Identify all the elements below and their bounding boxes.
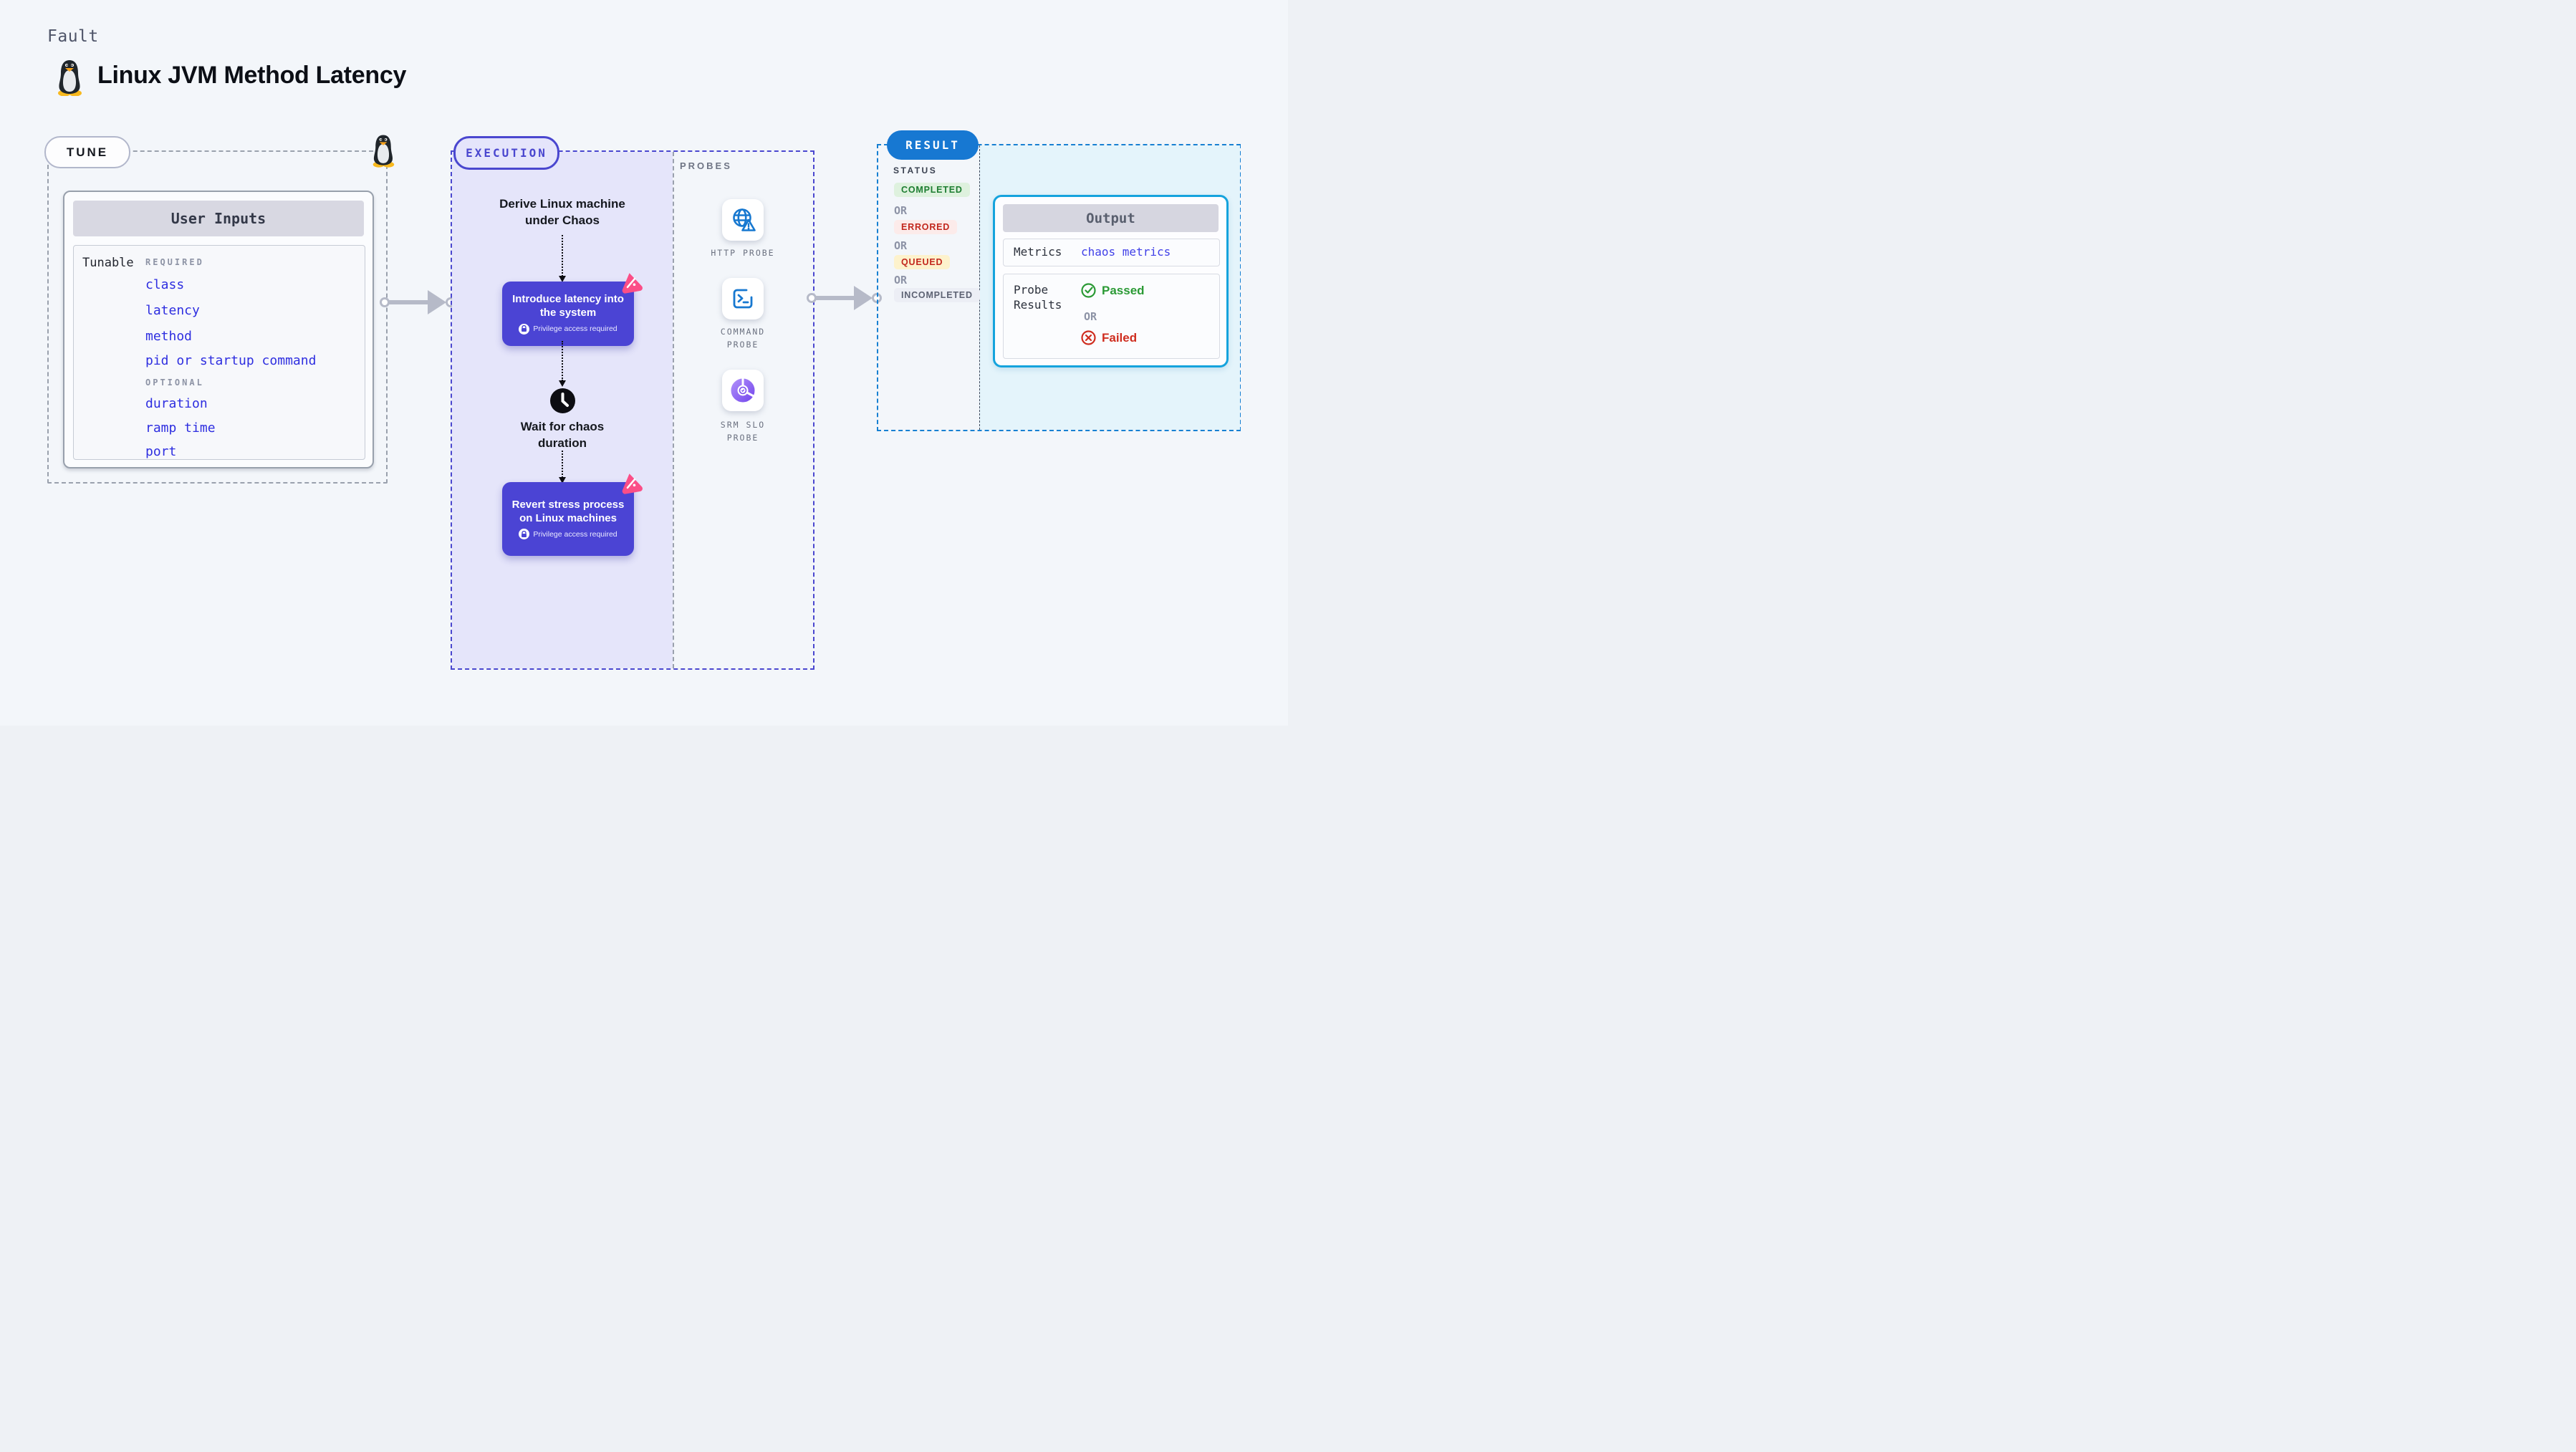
- donut-chart-icon: [731, 378, 755, 403]
- terminal-icon: [733, 289, 753, 309]
- tunable-item: method: [145, 329, 193, 344]
- status-badge: COMPLETED: [894, 183, 970, 197]
- x-circle-icon: [1081, 330, 1096, 345]
- metrics-row: Metrics chaos metrics: [1003, 239, 1220, 266]
- or-label: OR: [894, 239, 908, 252]
- globe-alert-icon: [733, 208, 756, 231]
- chaos-badge-icon: [622, 273, 643, 294]
- status-badge: ERRORED: [894, 220, 958, 234]
- output-card: Output Metrics chaos metrics Probe Resul…: [993, 195, 1229, 367]
- tune-pill: TUNE: [44, 136, 130, 168]
- chaos-badge-icon: [622, 473, 643, 494]
- status-label: STATUS: [893, 165, 938, 176]
- clock-icon: [550, 388, 575, 413]
- status-badge: INCOMPLETED: [894, 288, 980, 302]
- tunable-item: latency: [145, 303, 200, 318]
- probe-name: HTTP PROBE: [711, 248, 775, 258]
- tunable-item: ramp time: [145, 420, 216, 436]
- privilege-note: Privilege access required: [519, 529, 617, 540]
- or-label: OR: [894, 274, 908, 287]
- down-arrow-icon: [559, 235, 566, 282]
- linux-penguin-icon: [58, 60, 82, 96]
- diagram-canvas: Fault Linux JVM Method Latency TUNE User…: [0, 0, 1288, 726]
- metrics-label: Metrics: [1014, 245, 1062, 259]
- result-pill-label: RESULT: [905, 138, 960, 152]
- privilege-note: Privilege access required: [519, 323, 617, 335]
- status-badge: QUEUED: [894, 255, 951, 269]
- probe-results-row: Probe Results Passed OR Failed: [1003, 274, 1220, 359]
- tunable-item: port: [145, 444, 177, 459]
- output-header: Output: [1003, 204, 1219, 232]
- tunables-panel: Tunable REQUIRED class latency method pi…: [73, 245, 365, 460]
- srm-slo-probe-card: [722, 370, 764, 411]
- user-inputs-header: User Inputs: [73, 201, 364, 236]
- lock-icon: [519, 529, 530, 540]
- failed-result: Failed: [1081, 330, 1137, 345]
- privilege-note-text: Privilege access required: [533, 324, 617, 334]
- tunable-item: duration: [145, 396, 208, 411]
- check-circle-icon: [1081, 283, 1096, 298]
- probes-lane-divider: [673, 152, 674, 668]
- http-probe-card: [722, 199, 764, 241]
- revert-stress-step: Revert stress process on Linux machines …: [502, 473, 643, 556]
- tunable-item: class: [145, 277, 185, 292]
- tune-to-execution-arrow-icon: [380, 286, 456, 319]
- or-label: OR: [1084, 310, 1097, 323]
- down-arrow-icon: [559, 451, 566, 484]
- metrics-value: chaos metrics: [1081, 245, 1171, 259]
- passed-result: Passed: [1081, 283, 1145, 298]
- execution-to-result-arrow-icon: [807, 282, 882, 314]
- execution-pill-label: EXECUTION: [466, 146, 547, 160]
- failed-label: Failed: [1102, 330, 1138, 345]
- execution-section-box: Derive Linux machine under Chaos Introdu…: [451, 150, 814, 670]
- probe-name: COMMAND PROBE: [720, 327, 766, 350]
- optional-label: OPTIONAL: [145, 378, 204, 388]
- lock-icon: [519, 323, 530, 335]
- step-title: Introduce latency into the system: [512, 293, 624, 319]
- derive-machine-label: Derive Linux machine under Chaos: [499, 197, 625, 227]
- required-label: REQUIRED: [145, 257, 204, 267]
- fault-kicker: Fault: [47, 27, 99, 46]
- introduce-latency-step: Introduce latency into the system Privil…: [502, 273, 643, 346]
- execution-pill: EXECUTION: [453, 136, 559, 170]
- command-probe-card: [722, 278, 764, 319]
- probes-label: PROBES: [680, 160, 732, 171]
- user-inputs-card: User Inputs Tunable REQUIRED class laten…: [63, 191, 374, 468]
- probe-results-label: Probe Results: [1014, 283, 1062, 312]
- or-label: OR: [894, 204, 908, 217]
- wait-duration-label: Wait for chaos duration: [520, 420, 605, 450]
- tune-section-box: [47, 150, 388, 484]
- passed-label: Passed: [1102, 283, 1145, 297]
- tunable-row-label: Tunable: [82, 256, 134, 270]
- probe-name: SRM SLO PROBE: [720, 420, 766, 443]
- tune-pill-label: TUNE: [66, 145, 109, 159]
- down-arrow-icon: [559, 341, 566, 387]
- result-pill: RESULT: [887, 130, 979, 160]
- page-title: Linux JVM Method Latency: [97, 62, 407, 89]
- step-title: Revert stress process on Linux machines: [511, 498, 625, 524]
- privilege-note-text: Privilege access required: [533, 529, 617, 539]
- tunable-item: pid or startup command: [145, 353, 317, 368]
- linux-penguin-icon: [373, 135, 395, 168]
